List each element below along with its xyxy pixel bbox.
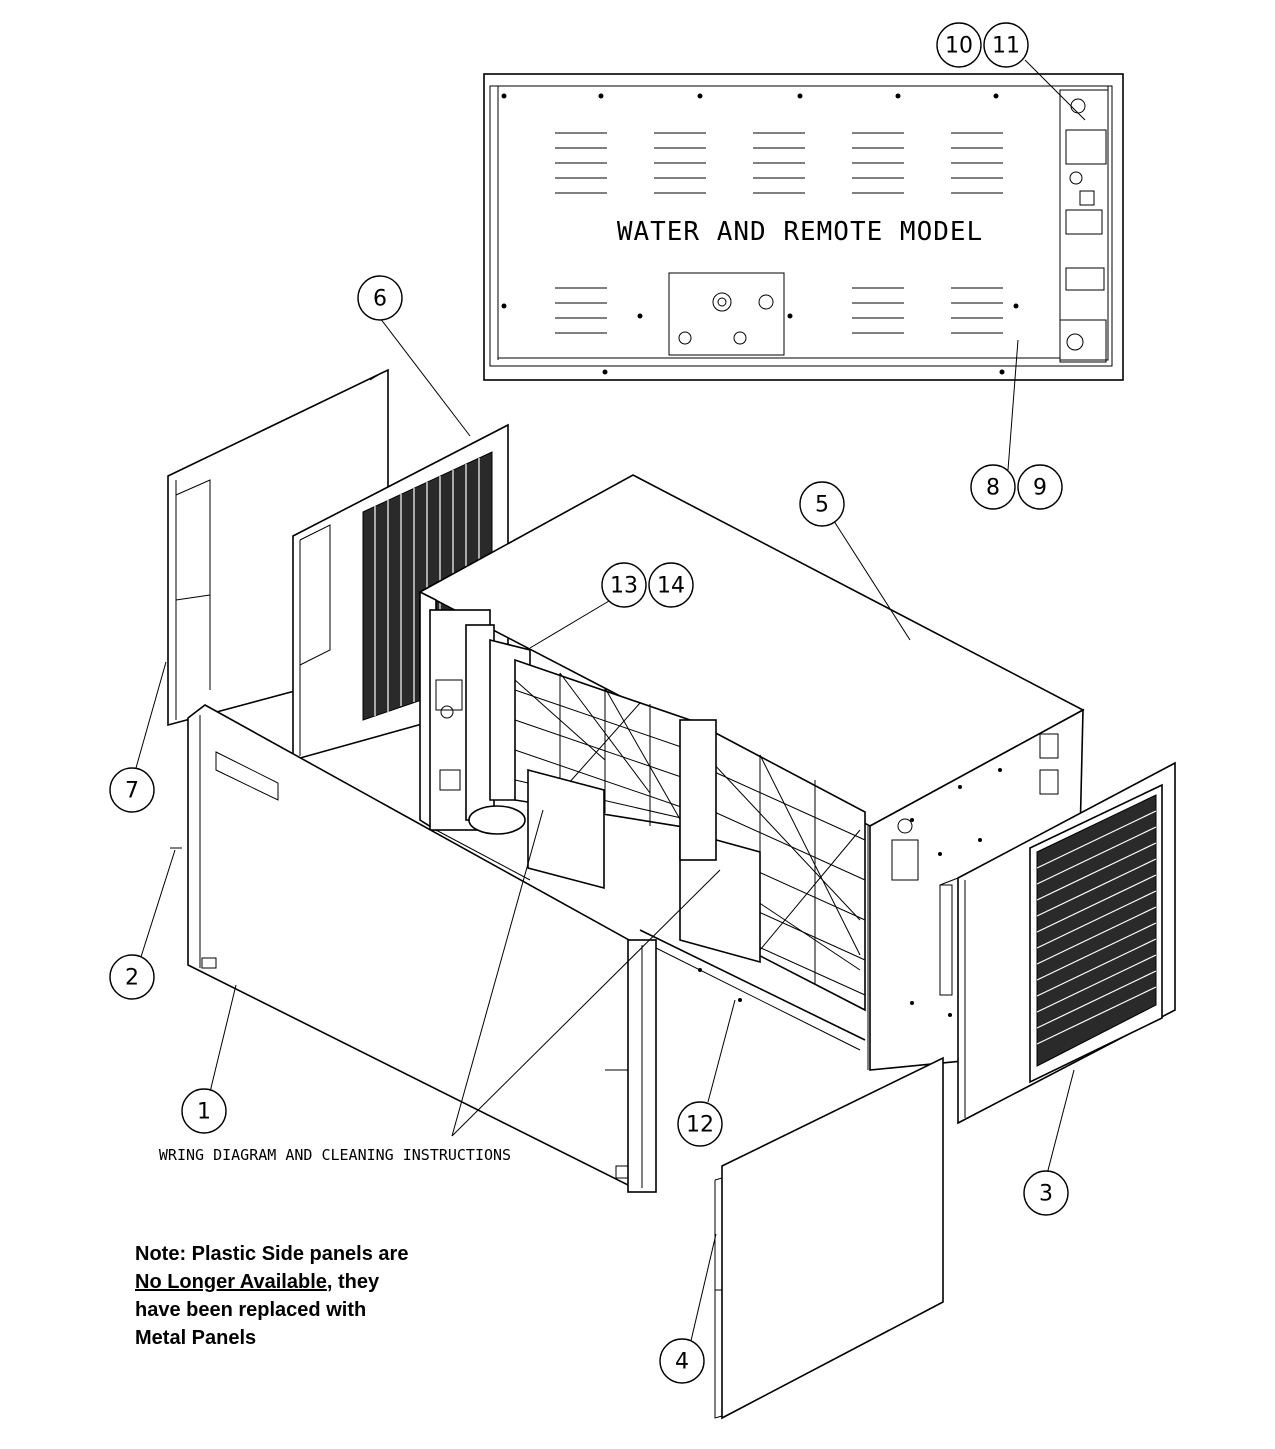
callout-11: 11 (983, 22, 1029, 68)
callout-13: 13 (601, 562, 647, 608)
svg-text:6: 6 (373, 287, 387, 312)
right-grille-panel (939, 761, 1176, 1125)
svg-text:8: 8 (986, 476, 1000, 501)
svg-text:1: 1 (197, 1100, 211, 1125)
callout-4: 4 (659, 1338, 705, 1384)
callout-8: 8 (970, 464, 1016, 510)
note-line-2-rest: , they (326, 1271, 380, 1293)
callout-5: 5 (799, 481, 845, 527)
callout-bubbles: 10 11 8 9 6 5 13 14 7 2 1 12 3 4 (109, 22, 1069, 1384)
svg-text:11: 11 (992, 34, 1020, 59)
callout-7: 7 (109, 767, 155, 813)
leader-lines (133, 59, 1086, 1346)
svg-text:12: 12 (686, 1113, 714, 1138)
wiring-label: WRING DIAGRAM AND CLEANING INSTRUCTIONS (159, 1146, 511, 1164)
rear-panel: WATER AND REMOTE MODEL (483, 73, 1124, 381)
callout-1: 1 (181, 1088, 227, 1134)
right-side-panel (714, 1056, 944, 1420)
svg-text:9: 9 (1033, 476, 1047, 501)
availability-note: Note: Plastic Side panels are No Longer … (135, 1240, 465, 1352)
svg-text:14: 14 (657, 574, 685, 599)
callout-14: 14 (648, 562, 694, 608)
note-line-4: Metal Panels (135, 1327, 257, 1349)
note-line-3: have been replaced with (135, 1299, 367, 1321)
callout-10: 10 (936, 22, 982, 68)
svg-text:2: 2 (125, 966, 139, 991)
svg-text:4: 4 (675, 1350, 689, 1375)
note-line-1: Note: Plastic Side panels are (135, 1243, 409, 1265)
note-unavailable-text: No Longer Available (135, 1271, 327, 1293)
callout-3: 3 (1023, 1170, 1069, 1216)
callout-12: 12 (677, 1101, 723, 1147)
svg-text:3: 3 (1039, 1182, 1053, 1207)
louvers (555, 132, 1003, 334)
front-panel (170, 704, 657, 1193)
svg-text:13: 13 (610, 574, 638, 599)
rear-panel-label: WATER AND REMOTE MODEL (617, 217, 983, 247)
svg-text:10: 10 (945, 34, 973, 59)
callout-2: 2 (109, 954, 155, 1000)
note-line-2: No Longer Available, they (135, 1268, 465, 1296)
svg-text:5: 5 (815, 493, 829, 518)
callout-6: 6 (357, 275, 403, 321)
svg-text:7: 7 (125, 779, 139, 804)
callout-9: 9 (1017, 464, 1063, 510)
